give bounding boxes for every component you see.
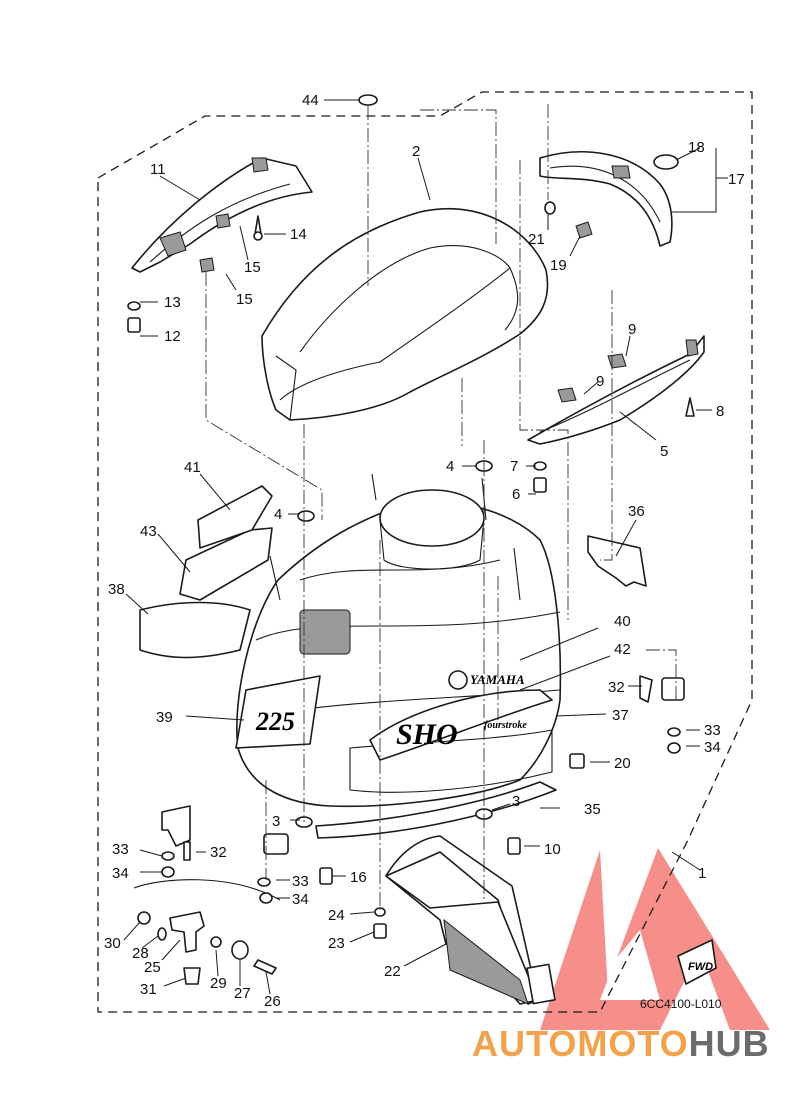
part-label-7: 7: [510, 458, 518, 475]
part-label-2: 2: [412, 143, 420, 160]
fwd-arrow-icon: FWD: [677, 939, 717, 985]
part-label-25: 25: [144, 959, 161, 976]
part-label-36: 36: [628, 503, 645, 520]
part-label-34-left: 34: [112, 865, 129, 882]
part-label-31: 31: [140, 981, 157, 998]
part-label-12: 12: [164, 328, 181, 345]
part-label-11: 11: [150, 161, 166, 178]
sho-decal: SHO fourstroke: [369, 689, 553, 761]
part-label-27: 27: [234, 985, 251, 1002]
part-label-17: 17: [728, 171, 745, 188]
part-label-42: 42: [614, 641, 631, 658]
part-label-3-left: 3: [272, 813, 280, 830]
part-label-44: 44: [302, 92, 319, 109]
seal-right-rubber: [539, 151, 679, 247]
part-label-41: 41: [184, 459, 201, 476]
yamaha-logo-decal: YAMAHA: [448, 670, 525, 690]
yamaha-text: YAMAHA: [470, 672, 525, 687]
seal-right-lower: [527, 335, 705, 445]
sho-decal-text: SHO: [396, 718, 458, 751]
part-label-35: 35: [584, 801, 601, 818]
watermark-part-2: HUB: [689, 1023, 770, 1064]
lock-assembly: [133, 879, 281, 985]
part-label-20: 20: [614, 755, 631, 772]
leader-lines: [123, 99, 728, 995]
part-label-3-right: 3: [512, 793, 520, 810]
part-label-10: 10: [544, 841, 561, 858]
part-label-18: 18: [688, 139, 705, 156]
part-label-15-lower: 15: [236, 291, 253, 308]
decal-left-panel-43: [139, 485, 273, 659]
part-label-34-right: 34: [704, 739, 721, 756]
part-label-28: 28: [132, 945, 149, 962]
part-label-19: 19: [550, 257, 567, 274]
bolts-and-washers: [127, 94, 695, 939]
part-label-24: 24: [328, 907, 345, 924]
part-label-34-mid: 34: [292, 891, 309, 908]
part-label-40: 40: [614, 613, 631, 630]
part-label-32-left: 32: [210, 844, 227, 861]
part-number-labels: 44 2 18 17 11 14 15 21 19 13 12 15 9 9 8…: [104, 92, 745, 1010]
part-label-4-left: 4: [274, 506, 282, 523]
part-label-43: 43: [140, 523, 157, 540]
part-label-23: 23: [328, 935, 345, 952]
watermark-triangle-logo: [540, 848, 770, 1030]
part-label-9-upper: 9: [628, 321, 636, 338]
part-label-32-right: 32: [608, 679, 625, 696]
part-label-21: 21: [528, 231, 545, 248]
top-cowling: [261, 207, 549, 421]
part-label-6: 6: [512, 486, 520, 503]
fwd-label: FWD: [688, 961, 713, 973]
part-label-33-mid: 33: [292, 873, 309, 890]
watermark-text: AUTOMOTOHUB: [472, 1023, 770, 1064]
latch-left: [161, 677, 685, 855]
watermark-part-1: AUTOMOTO: [472, 1023, 689, 1064]
decal-225-text: 225: [255, 707, 295, 736]
part-label-30: 30: [104, 935, 121, 952]
assembly-boundary: [97, 91, 753, 1013]
fourstroke-text: fourstroke: [484, 720, 527, 731]
part-label-33-left: 33: [112, 841, 129, 858]
part-label-33-right: 33: [704, 722, 721, 739]
alignment-lines: [205, 104, 677, 910]
part-label-5: 5: [660, 443, 668, 460]
part-label-29: 29: [210, 975, 227, 992]
part-label-13: 13: [164, 294, 181, 311]
bottom-cowling: [236, 473, 562, 808]
part-label-4-right: 4: [446, 458, 454, 475]
part-label-15-upper: 15: [244, 259, 261, 276]
part-label-26: 26: [264, 993, 281, 1010]
part-label-9-lower: 9: [596, 373, 604, 390]
part-label-39: 39: [156, 709, 173, 726]
apron-duct: [385, 835, 556, 1005]
decal-36: [587, 535, 647, 587]
diagram-reference-code: 6CC4100-L010: [640, 997, 722, 1011]
decal-225: 225: [235, 675, 321, 749]
part-label-37: 37: [612, 707, 629, 724]
part-label-14: 14: [290, 226, 307, 243]
part-label-16: 16: [350, 869, 367, 886]
part-label-1: 1: [698, 865, 706, 882]
part-label-22: 22: [384, 963, 401, 980]
part-label-38: 38: [108, 581, 125, 598]
part-label-8: 8: [716, 403, 724, 420]
